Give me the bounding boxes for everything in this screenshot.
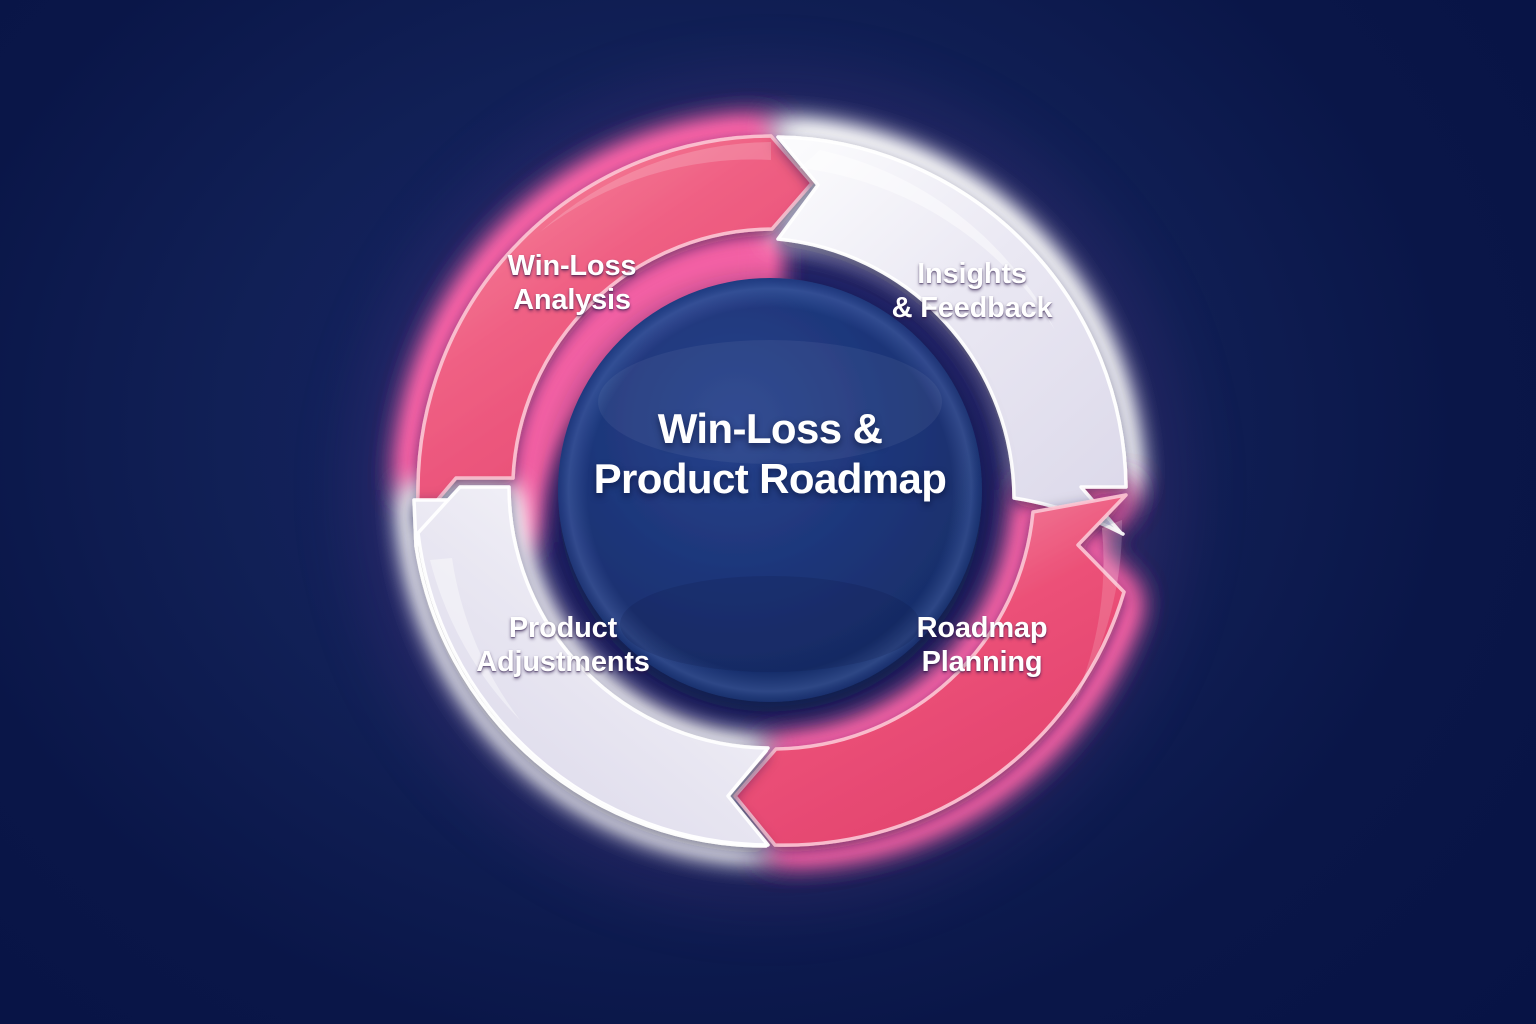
segment-roadmap-planning[interactable] [733, 493, 1128, 847]
hub-circle [558, 278, 982, 702]
segment-win-loss-analysis[interactable] [415, 134, 814, 526]
segment-product-adjustments[interactable] [412, 485, 770, 848]
